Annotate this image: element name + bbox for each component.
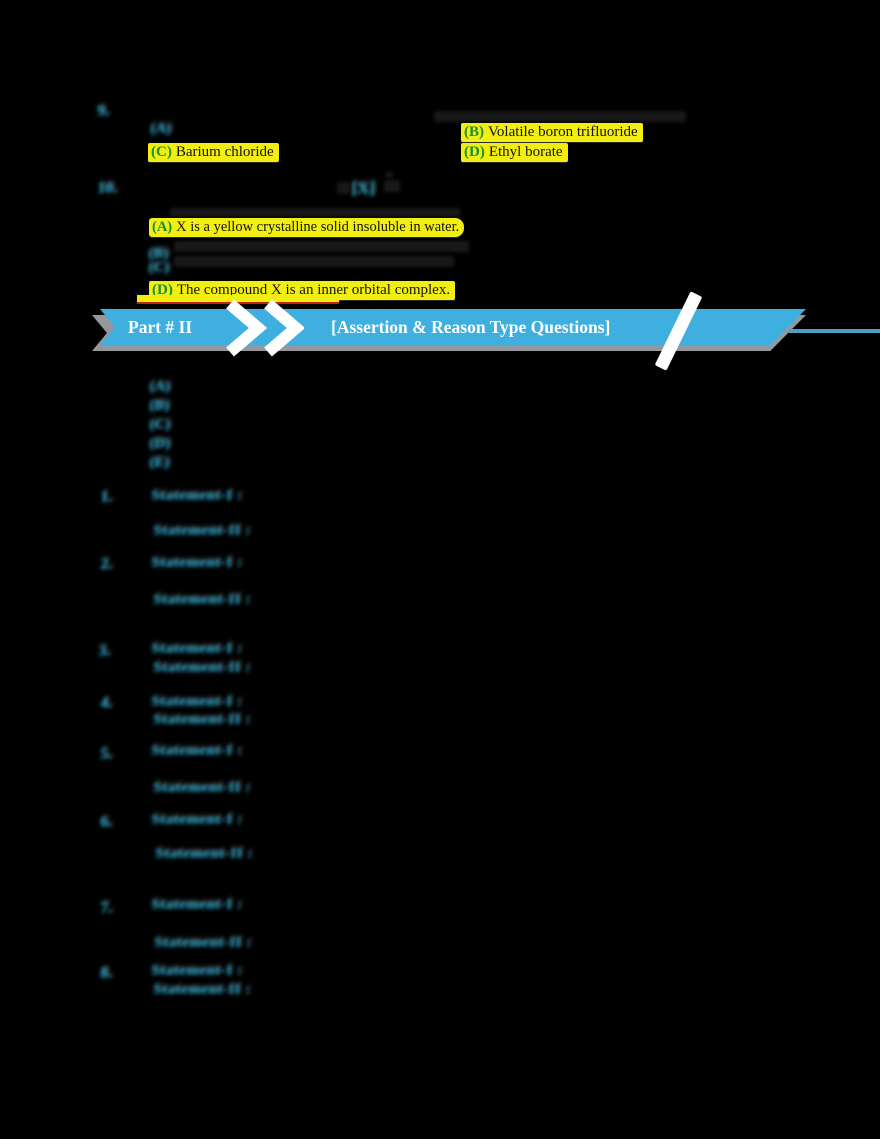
- item-3-number: 3.: [98, 643, 110, 660]
- option-text: The compound X is an inner orbital compl…: [176, 282, 451, 298]
- answer-option-e-redacted: (E): [149, 455, 169, 471]
- question-10-option-d: (D)The compound X is an inner orbital co…: [149, 281, 456, 300]
- item-2-statement-2-redacted: Statement-II :: [153, 592, 251, 608]
- item-6-number: 6.: [100, 814, 112, 831]
- double-chevron-right-icon: [226, 299, 304, 357]
- option-letter: (D): [152, 282, 173, 298]
- item-7-statement-1-redacted: Statement-I :: [151, 897, 243, 913]
- option-text: Barium chloride: [175, 144, 274, 160]
- item-5-statement-2-redacted: Statement-II :: [153, 780, 251, 796]
- item-5-number: 5.: [100, 746, 112, 763]
- question-9-option-b: (B)Volatile boron trifluoride: [461, 123, 643, 142]
- option-letter: (B): [464, 124, 484, 140]
- faint-text-remnant: [434, 111, 686, 122]
- option-letter: (C): [151, 144, 172, 160]
- answer-option-b-redacted: (B): [149, 398, 169, 414]
- item-5-statement-1-redacted: Statement-I :: [151, 743, 243, 759]
- item-6-statement-1-redacted: Statement-I :: [151, 812, 243, 828]
- banner-part-label: Part # II: [128, 317, 193, 337]
- item-1-statement-2-redacted: Statement-II :: [153, 523, 251, 539]
- question-9-number: 9.: [97, 103, 109, 120]
- banner-section-label: [Assertion & Reason Type Questions]: [331, 317, 611, 337]
- item-7-number: 7.: [100, 900, 112, 917]
- faint-text-remnant: [174, 256, 454, 267]
- item-8-statement-2-redacted: Statement-II :: [153, 982, 251, 998]
- faint-text-remnant: [170, 208, 460, 217]
- question-9-option-d: (D)Ethyl borate: [461, 143, 568, 162]
- question-9-option-c: (C)Barium chloride: [148, 143, 279, 162]
- item-2-number: 2.: [100, 556, 112, 573]
- option-letter: (D): [464, 144, 485, 160]
- item-4-statement-2-redacted: Statement-II :: [153, 712, 251, 728]
- answer-option-c-redacted: (C): [149, 417, 170, 433]
- question-10-option-c-redacted: (C): [148, 260, 169, 276]
- option-text: Volatile boron trifluoride: [488, 124, 638, 140]
- item-6-statement-2-redacted: Statement-II :: [155, 846, 253, 862]
- option-text: X is a yellow crystalline solid insolubl…: [176, 219, 460, 235]
- answer-option-a-redacted: (A): [149, 379, 170, 395]
- faint-text-remnant: [385, 172, 393, 178]
- item-8-number: 8.: [100, 965, 112, 982]
- item-2-statement-1-redacted: Statement-I :: [151, 555, 243, 571]
- question-10-option-a: (A)X is a yellow crystalline solid insol…: [149, 218, 465, 237]
- faint-text-remnant: [337, 182, 350, 194]
- option-text: Ethyl borate: [488, 144, 563, 160]
- item-3-statement-1-redacted: Statement-I :: [151, 641, 243, 657]
- option-letter: (A): [152, 219, 173, 235]
- faint-text-remnant: [174, 241, 469, 252]
- answer-option-d-redacted: (D): [149, 436, 170, 452]
- question-10-formula-redacted: [X]: [351, 179, 375, 198]
- banner-tail-line: [789, 329, 880, 333]
- item-3-statement-2-redacted: Statement-II :: [153, 660, 251, 676]
- item-1-number: 1.: [100, 489, 112, 506]
- item-4-statement-1-redacted: Statement-I :: [151, 694, 243, 710]
- item-4-number: 4.: [100, 695, 112, 712]
- question-9-option-a-redacted: (A): [150, 121, 171, 137]
- question-10-number: 10.: [97, 180, 117, 197]
- item-8-statement-1-redacted: Statement-I :: [151, 963, 243, 979]
- item-1-statement-1-redacted: Statement-I :: [151, 488, 243, 504]
- question-10-option-b-redacted: (B): [148, 246, 168, 262]
- item-7-statement-2-redacted: Statement-II :: [154, 935, 252, 951]
- faint-text-remnant: [384, 180, 400, 192]
